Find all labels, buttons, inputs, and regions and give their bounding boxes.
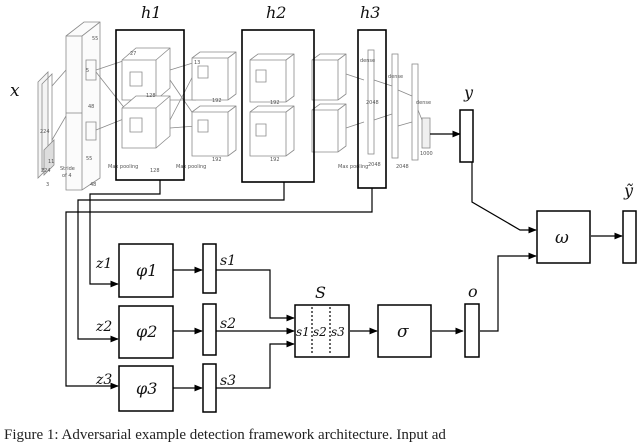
label-S: S bbox=[315, 283, 326, 302]
label-phi2: φ2 bbox=[136, 322, 157, 341]
S-box bbox=[294, 304, 350, 358]
h1-box bbox=[115, 29, 185, 181]
num-48b: 48 bbox=[90, 182, 96, 188]
num-55a: 55 bbox=[92, 36, 98, 42]
label-h3: h3 bbox=[360, 3, 380, 22]
label-s3: s3 bbox=[220, 373, 236, 389]
o-bar bbox=[464, 303, 480, 358]
num-224b: 224 bbox=[41, 168, 51, 174]
cnn-sketch bbox=[37, 21, 431, 191]
dense-label-2: dense bbox=[388, 74, 403, 80]
num-3: 3 bbox=[46, 182, 49, 188]
maxpool-label-2: Max pooling bbox=[176, 164, 206, 170]
label-S-s2: s2 bbox=[313, 325, 327, 339]
num-128b: 128 bbox=[150, 168, 160, 174]
num-2048c: 2048 bbox=[396, 164, 409, 170]
num-27: 27 bbox=[130, 51, 136, 57]
phi3-box bbox=[118, 365, 174, 412]
omega-box bbox=[536, 210, 591, 264]
num-55b: 55 bbox=[86, 156, 92, 162]
dense-label-1: dense bbox=[360, 58, 375, 64]
dense-label-3: dense bbox=[416, 100, 431, 106]
label-o: o bbox=[468, 282, 478, 301]
num-48a: 48 bbox=[88, 104, 94, 110]
num-2048a: 2048 bbox=[366, 100, 379, 106]
phi-to-s-arrows bbox=[173, 130, 623, 392]
num-224a: 224 bbox=[40, 129, 50, 135]
y-bar bbox=[459, 109, 474, 163]
maxpool-label-3: Max pooling bbox=[338, 164, 368, 170]
h2-to-phi2-arrow bbox=[77, 182, 285, 343]
num-128a: 128 bbox=[146, 93, 156, 99]
label-z1: z1 bbox=[95, 256, 112, 272]
num-192d: 192 bbox=[270, 157, 280, 163]
s1-bar bbox=[202, 243, 217, 294]
label-s2: s2 bbox=[220, 316, 236, 332]
num-2048b: 2048 bbox=[368, 162, 381, 168]
num-192b: 192 bbox=[212, 157, 222, 163]
h3-to-phi3-arrow bbox=[65, 188, 373, 390]
phi2-box bbox=[118, 305, 174, 359]
num-of4: of 4 bbox=[62, 173, 72, 179]
label-z3: z3 bbox=[95, 372, 112, 388]
label-h2: h2 bbox=[266, 3, 286, 22]
label-omega: ω bbox=[555, 228, 569, 248]
h2-box bbox=[241, 29, 315, 183]
y-tilde-bar bbox=[622, 210, 637, 264]
label-sigma: σ bbox=[397, 322, 409, 342]
label-y-tilde: ỹ bbox=[623, 181, 634, 200]
hidden-connectors bbox=[65, 180, 373, 390]
label-S-s3: s3 bbox=[331, 325, 345, 339]
sigma-box bbox=[377, 304, 432, 358]
label-x: x bbox=[10, 81, 20, 101]
maxpool-label-1: Max pooling bbox=[108, 164, 138, 170]
s2-bar bbox=[202, 303, 217, 356]
num-192a: 192 bbox=[212, 98, 222, 104]
cnn-sketch-numbers: 224 224 11 3 Stride of 4 55 55 5 48 48 2… bbox=[40, 36, 433, 188]
h1-to-phi1-arrow bbox=[89, 180, 161, 288]
num-192c: 192 bbox=[270, 100, 280, 106]
num-11: 11 bbox=[48, 159, 54, 165]
label-h1: h1 bbox=[141, 3, 161, 22]
label-phi1: φ1 bbox=[136, 261, 157, 280]
label-S-s1: s1 bbox=[296, 325, 310, 339]
num-1000: 1000 bbox=[420, 151, 433, 157]
num-5: 5 bbox=[86, 68, 89, 74]
label-z2: z2 bbox=[95, 319, 112, 335]
label-y: y bbox=[463, 83, 474, 102]
figure-caption: Figure 1: Adversarial example detection … bbox=[4, 427, 446, 443]
phi1-box bbox=[118, 243, 174, 298]
num-13: 13 bbox=[194, 60, 200, 66]
label-phi3: φ3 bbox=[136, 379, 157, 398]
label-s1: s1 bbox=[220, 253, 236, 269]
num-stride: Stride bbox=[60, 166, 75, 172]
s3-bar bbox=[202, 363, 217, 413]
